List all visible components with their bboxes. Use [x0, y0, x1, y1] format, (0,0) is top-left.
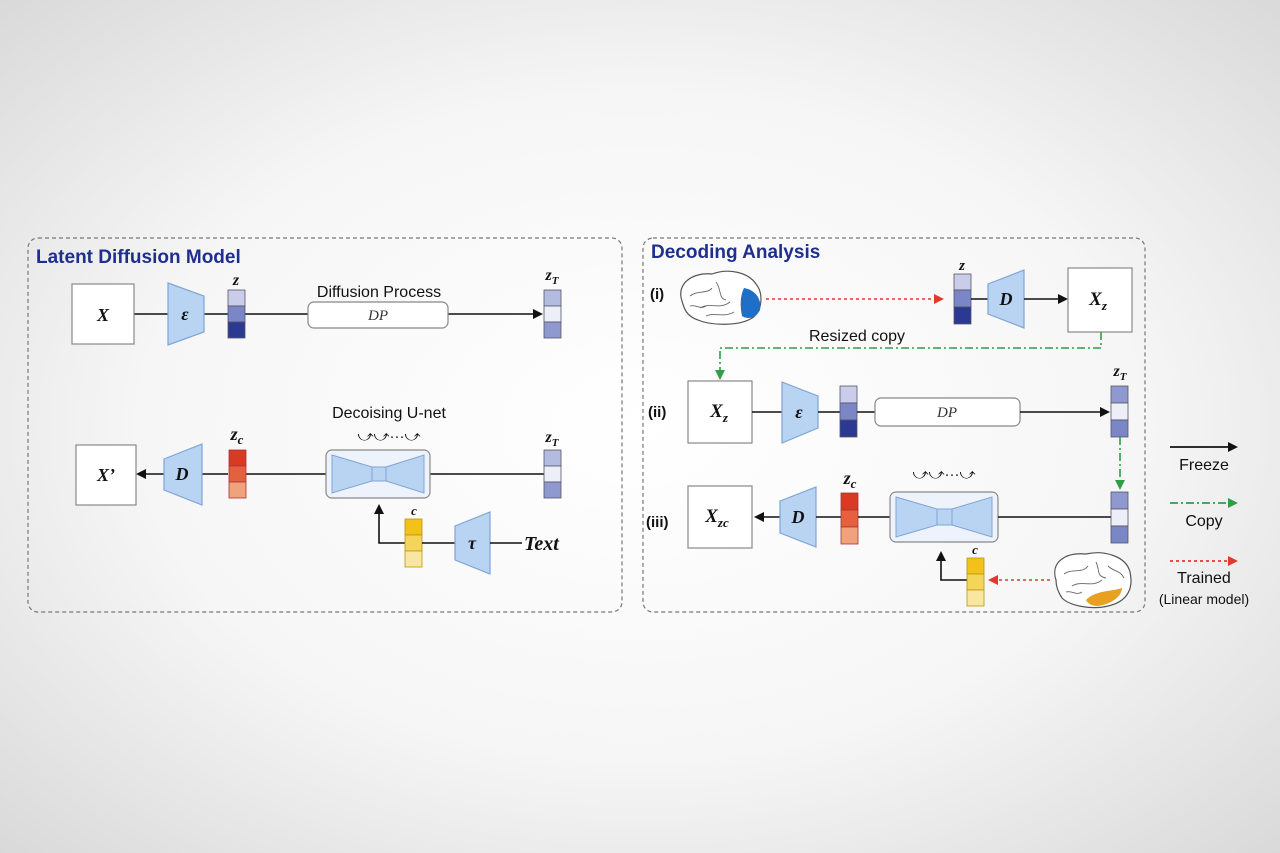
legend: Freeze Copy Trained (Linear model) [1159, 442, 1249, 607]
decoding-latent-z-bar-ii [839, 385, 858, 438]
decoding-dp-label: DP [936, 405, 957, 421]
ldm-input-label: X [96, 305, 110, 325]
ldm-zt-label-bottom: zT [545, 429, 560, 449]
ldm-dp-box [307, 301, 449, 329]
decoding-encoder-trapezoid [781, 381, 819, 444]
ldm-tau-label: τ [468, 533, 477, 553]
ldm-c-label: c [411, 503, 417, 518]
decoding-zc-label: zc [843, 468, 857, 491]
ldm-latent-zt-bar-bottom [543, 449, 562, 499]
decoding-xz-box-ii [687, 380, 753, 444]
ldm-input-image-box [71, 283, 135, 345]
decoding-panel-border [642, 237, 1146, 613]
decoding-decoder-trapezoid-iii [779, 486, 817, 548]
ldm-decoder-trapezoid [163, 443, 203, 506]
ldm-dp-label: DP [367, 308, 388, 324]
ldm-z-label: z [232, 272, 240, 289]
decoding-xzc-label: Xzc [704, 506, 729, 530]
ldm-decoder-label: D [175, 464, 189, 484]
decoding-decoder-label-iii: D [791, 507, 805, 527]
decoding-z-label: z [958, 258, 965, 274]
brain-icon-top [680, 270, 762, 325]
ldm-panel: Latent Diffusion Model X ε z Diffusion P… [27, 237, 623, 613]
ldm-conditioning-c-bar [404, 518, 423, 568]
ldm-output-image-box [75, 444, 137, 506]
ldm-unet-label: Decoising U-net [332, 405, 446, 422]
decoding-panel: Decoding Analysis (i) z D Xz Resized cop… [642, 237, 1146, 613]
ldm-text-label: Text [524, 533, 560, 555]
decoding-decoder-label-i: D [999, 289, 1013, 309]
resized-copy-label: Resized copy [809, 328, 905, 345]
decoding-latent-z-bar [953, 273, 972, 325]
ldm-encoder-label: ε [181, 304, 189, 324]
decoding-xz-box-i [1067, 267, 1133, 333]
decoding-unet-loops: ⤻⤻···⤻ [912, 466, 975, 483]
decoding-latent-zt-bar-iii [1110, 491, 1129, 544]
legend-trained-sub: (Linear model) [1159, 591, 1249, 607]
decoding-latent-zc-bar [840, 492, 859, 545]
legend-freeze-label: Freeze [1179, 457, 1229, 474]
ldm-zt-label-top: zT [545, 267, 560, 287]
decoding-panel-title: Decoding Analysis [651, 242, 820, 263]
ldm-panel-border [27, 237, 623, 613]
decoding-conditioning-c-bar [966, 557, 985, 607]
legend-copy-label: Copy [1185, 513, 1222, 530]
ldm-latent-z-bar [227, 289, 246, 339]
ldm-tau-encoder-trapezoid [454, 511, 491, 575]
ldm-diffusion-label: Diffusion Process [317, 284, 441, 301]
ldm-latent-zt-bar-top [543, 289, 562, 339]
row-ii-label: (ii) [648, 404, 666, 421]
decoding-xz-label-ii: Xz [709, 401, 729, 425]
decoding-zt-label: zT [1113, 363, 1128, 383]
row-iii-label: (iii) [646, 514, 669, 531]
ldm-encoder-trapezoid [167, 282, 205, 346]
ldm-panel-title: Latent Diffusion Model [36, 247, 241, 268]
ldm-zc-label: zc [230, 424, 244, 447]
ldm-output-label: X’ [96, 465, 115, 485]
row-i-label: (i) [650, 286, 664, 303]
decoding-encoder-label: ε [795, 402, 803, 422]
decoding-decoder-trapezoid-i [987, 269, 1025, 329]
ldm-latent-zc-bar [228, 449, 247, 499]
brain-icon-bottom [1054, 552, 1132, 609]
decoding-xzc-box [687, 485, 753, 549]
decoding-xz-label-i: Xz [1088, 289, 1108, 313]
decoding-unet-block [889, 491, 999, 543]
decoding-latent-zt-bar-ii [1110, 385, 1129, 438]
ldm-unet-loops: ⤻⤻···⤻ [357, 428, 420, 445]
ldm-unet-block [325, 449, 431, 499]
decoding-c-label: c [972, 542, 978, 557]
legend-trained-label: Trained [1177, 570, 1231, 587]
